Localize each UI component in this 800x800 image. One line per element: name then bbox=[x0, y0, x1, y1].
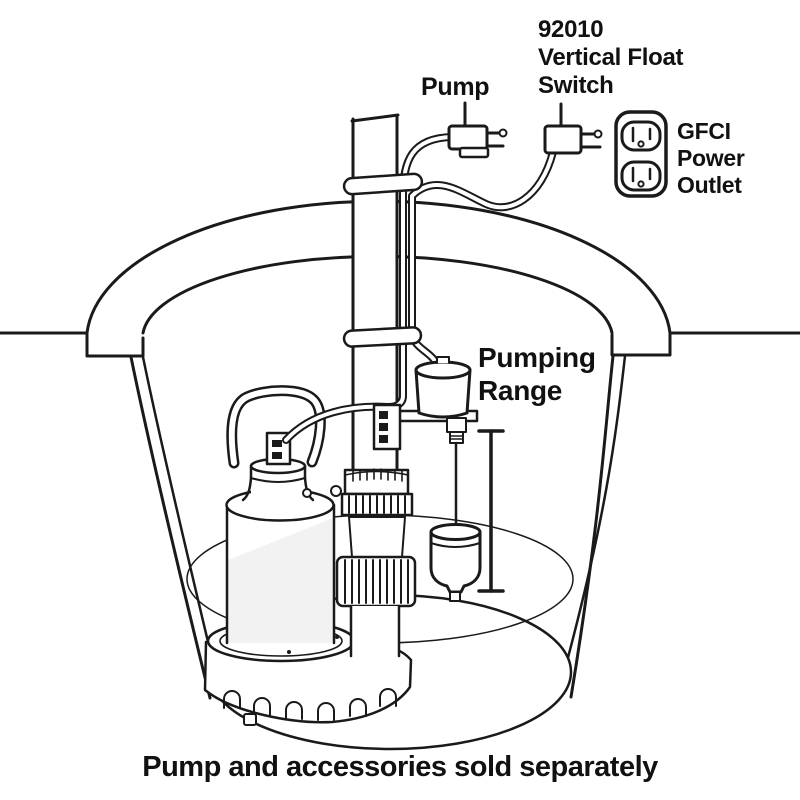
pump-inlet-scallops bbox=[223, 688, 397, 721]
pit-lip-right bbox=[610, 331, 672, 357]
pit-wall-left-outer bbox=[129, 355, 212, 700]
outlet-receptacle-top bbox=[620, 120, 662, 152]
switch-body bbox=[414, 368, 472, 419]
sump-pump bbox=[203, 385, 413, 726]
label-pump: Pump bbox=[421, 73, 490, 101]
caption: Pump and accessories sold separately bbox=[142, 751, 658, 783]
valve-collar bbox=[343, 468, 410, 496]
label-float-switch: 92010 Vertical Float Switch bbox=[538, 16, 684, 99]
pumping-range-indicator bbox=[477, 429, 505, 593]
outlet-receptacle-bottom bbox=[620, 160, 662, 192]
pit-lip-left bbox=[85, 331, 145, 358]
valve-nut bbox=[335, 555, 417, 608]
cable-strap-upper bbox=[342, 172, 424, 196]
plugs bbox=[447, 124, 603, 159]
float-tip bbox=[449, 591, 461, 602]
pit-wall-right-inner bbox=[557, 354, 627, 693]
gfci-outlet-icon bbox=[614, 110, 668, 198]
pump-foot bbox=[243, 713, 257, 726]
switch-nipple bbox=[446, 417, 467, 433]
float-switch-plug bbox=[543, 124, 583, 155]
switch-cap bbox=[414, 360, 472, 380]
label-pumping-range: Pumping Range bbox=[478, 342, 596, 406]
label-gfci-outlet: GFCI Power Outlet bbox=[677, 118, 745, 198]
cable-strap-lower bbox=[342, 326, 423, 348]
pump-plug bbox=[447, 124, 489, 151]
outlet-faceplate bbox=[614, 110, 668, 198]
check-valve bbox=[335, 468, 417, 608]
pipe-top-edge bbox=[350, 113, 400, 123]
vertical-float-switch bbox=[372, 356, 482, 602]
pit-wall-right-outer bbox=[569, 354, 615, 699]
